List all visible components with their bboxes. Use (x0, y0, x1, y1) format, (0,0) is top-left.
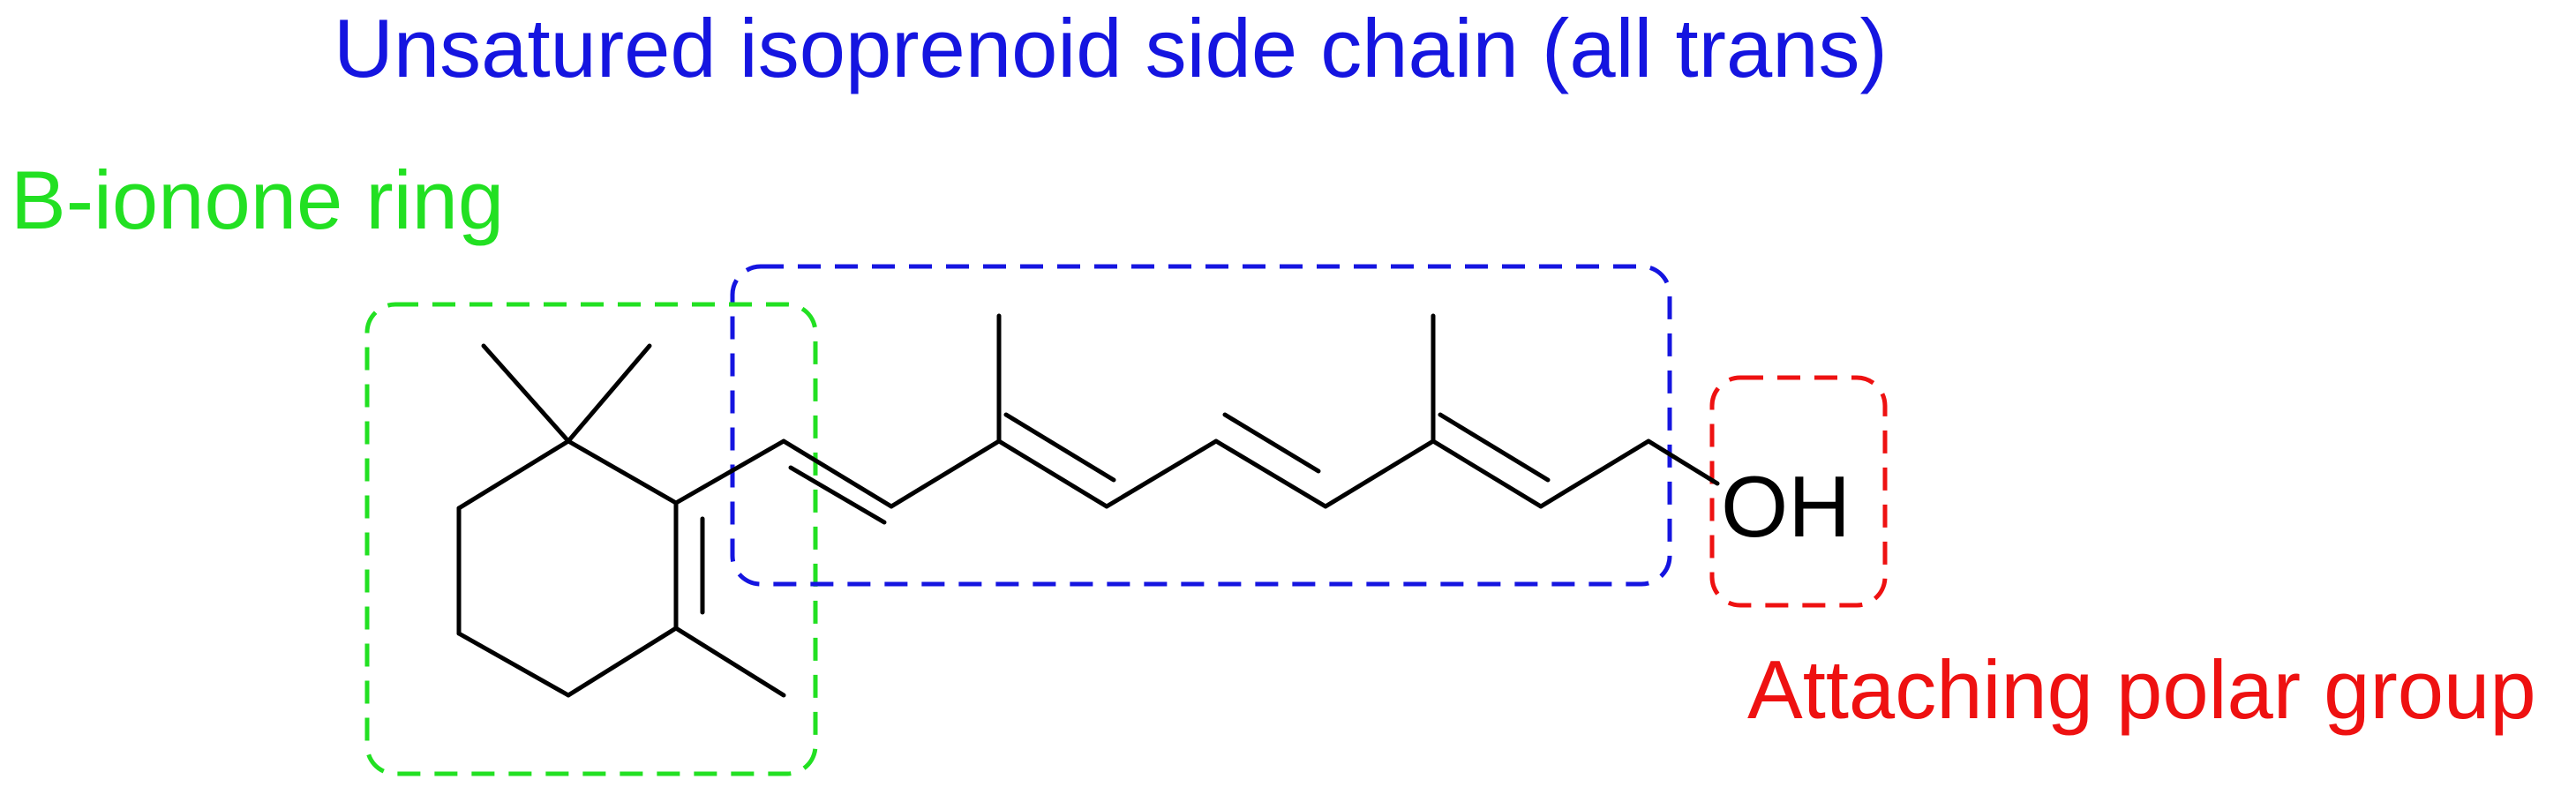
ring-bond (456, 438, 571, 511)
ring-label: B-ionone ring (11, 154, 505, 246)
chain-bond (1323, 438, 1436, 509)
chain-bond (1431, 438, 1543, 509)
bond-skeleton (456, 313, 1720, 698)
chain-bond (889, 438, 1002, 509)
methyl-bond (673, 626, 786, 698)
chain-double-bond-inner (788, 465, 887, 525)
chain-bond (1104, 438, 1219, 509)
ring-bond (566, 626, 679, 698)
chain-bond (781, 438, 894, 509)
hydroxyl-label: OH (1721, 458, 1851, 555)
chain-bond (1646, 438, 1720, 486)
chain-double-bond-inner (1222, 412, 1321, 474)
polar-group-highlight-box (1709, 375, 1888, 608)
chain-double-bond-inner (1438, 412, 1551, 483)
ring-bond (456, 631, 571, 698)
ring-highlight-box (364, 302, 818, 776)
chain-bond (1538, 438, 1651, 509)
side-chain-label: Unsatured isoprenoid side chain (all tra… (334, 2, 1888, 94)
methyl-bond (566, 343, 652, 444)
methyl-bond (481, 343, 571, 444)
chain-double-bond-inner (1003, 412, 1116, 483)
chain-bond (996, 438, 1109, 509)
chain-bond (673, 438, 786, 506)
ring-bond (566, 438, 679, 506)
polar-group-label: Attaching polar group (1747, 643, 2536, 736)
chain-bond (1213, 438, 1328, 509)
side-chain-highlight-box (730, 264, 1672, 587)
